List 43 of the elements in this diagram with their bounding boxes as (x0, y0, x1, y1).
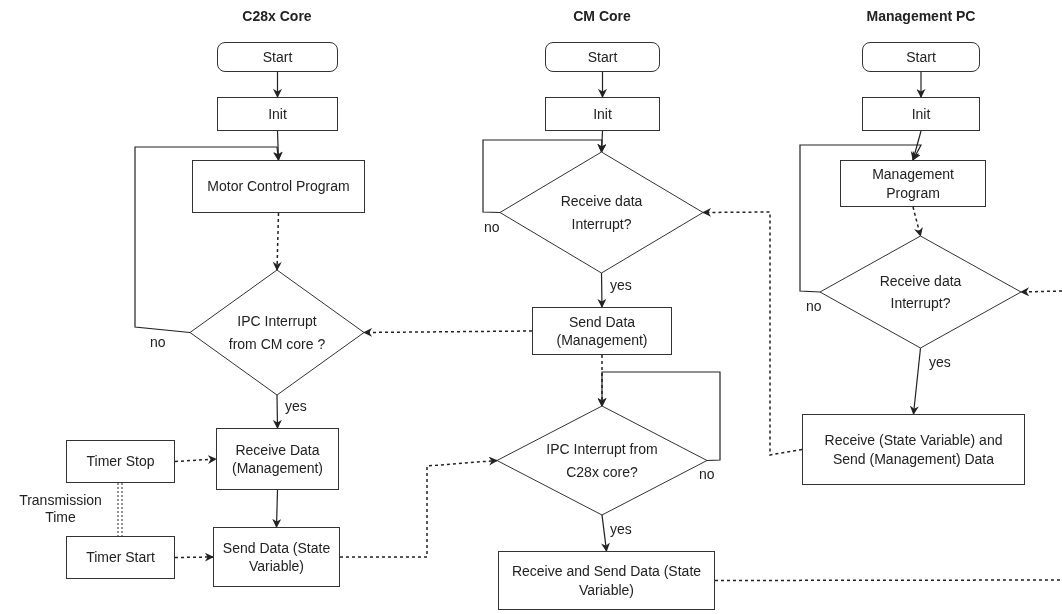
process-box: Init (217, 97, 338, 131)
process-box: Receive Data (Management) (216, 428, 339, 490)
arrow (598, 71, 607, 98)
arrow (910, 130, 922, 161)
process-box: Motor Control Program (192, 160, 365, 213)
dashed-arrow (174, 552, 214, 562)
terminal-box: Start (217, 42, 338, 72)
decision-diamond: Receive data Interrupt? (820, 236, 1021, 348)
process-box: Send Data (Management) (532, 307, 672, 355)
arrow (482, 139, 607, 214)
process-box: Send Data (State Variable) (213, 527, 340, 587)
dashed-arrow (272, 212, 282, 271)
column-title: Management PC (866, 8, 976, 24)
terminal-box: Start (545, 42, 660, 72)
arrow (916, 71, 926, 98)
dashed-arrow (174, 455, 217, 464)
arrow (909, 347, 922, 415)
decision-diamond: IPC Interrupt from CM core ? (190, 270, 364, 395)
arrow (273, 71, 282, 98)
dashed-arrow (339, 456, 498, 558)
process-box: Receive (State Variable) and Send (Management) Data (802, 414, 1025, 485)
arrow (597, 272, 607, 308)
arrow (272, 394, 282, 429)
arrow (597, 371, 721, 462)
process-box: Timer Start (66, 536, 175, 579)
column-title: C28x Core (242, 8, 312, 24)
process-box: Management Program (840, 160, 986, 207)
decision-diamond: Receive data Interrupt? (500, 152, 703, 273)
arrow (273, 130, 283, 161)
arrow (799, 144, 922, 293)
process-box: Init (862, 97, 980, 131)
arrow (134, 146, 283, 334)
process-box: Timer Stop (66, 440, 175, 483)
dashed-arrow (702, 207, 803, 456)
arrow (272, 489, 282, 528)
dashed-arrow (912, 206, 923, 237)
process-box: Receive and Send Data (State Variable) (498, 551, 715, 610)
terminal-box: Start (862, 42, 980, 72)
arrow (601, 514, 610, 552)
dashed-arrow (363, 327, 533, 337)
column-title: CM Core (573, 8, 631, 24)
dashed-arrow (1020, 287, 1062, 297)
process-box: Init (545, 97, 660, 131)
